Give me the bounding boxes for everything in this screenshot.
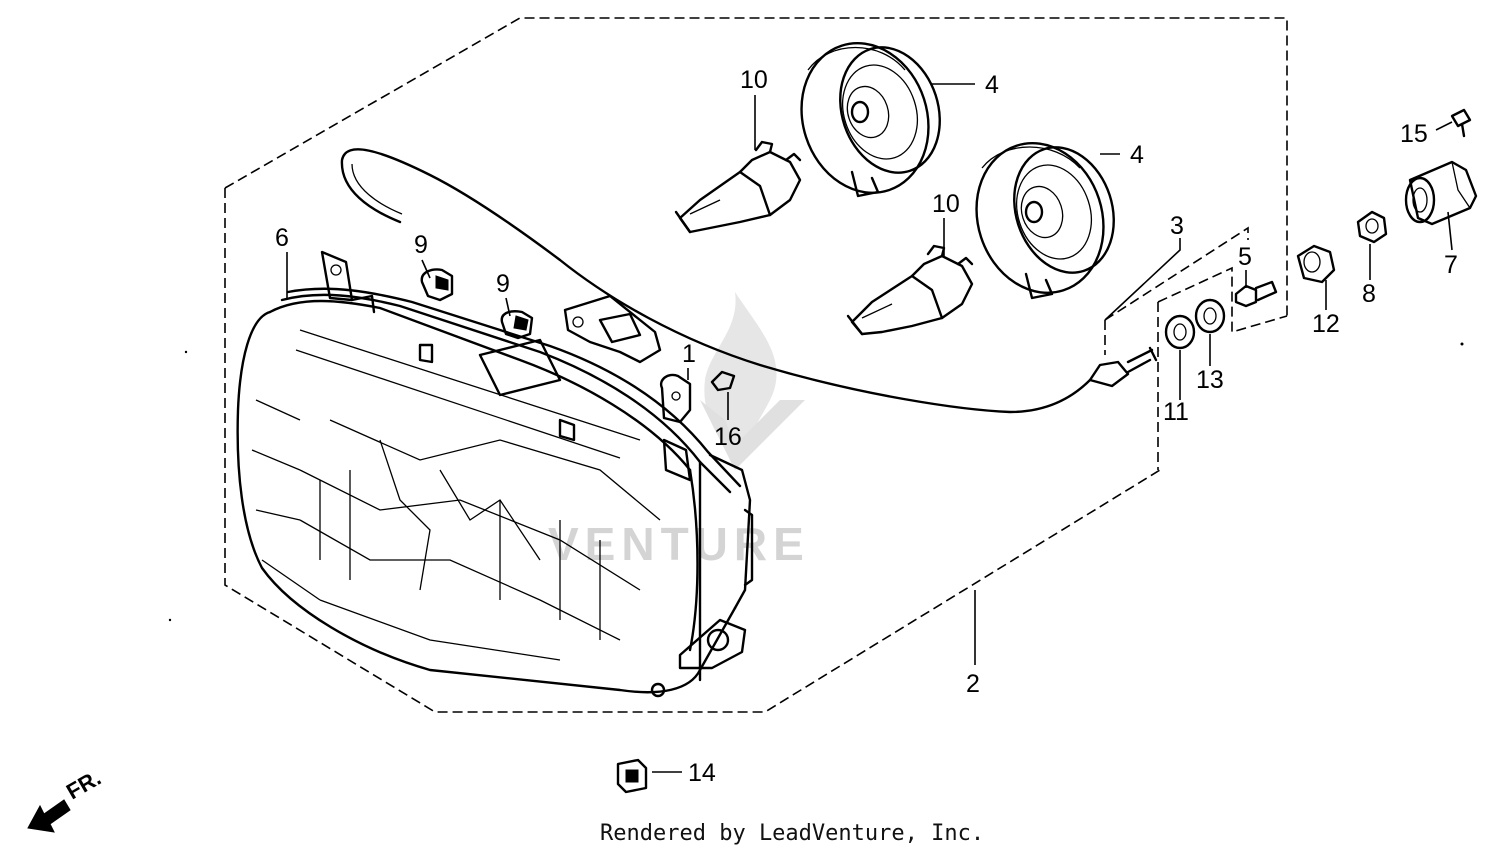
callout-11: 11 bbox=[1163, 398, 1189, 426]
callout-6: 6 bbox=[275, 224, 289, 252]
bulb-upper bbox=[674, 140, 802, 234]
callout-4b: 4 bbox=[1130, 141, 1144, 169]
callout-14: 14 bbox=[688, 759, 716, 787]
washer-13 bbox=[1194, 298, 1226, 334]
adjuster-bolt bbox=[1234, 280, 1278, 308]
dust-cover-lower bbox=[975, 142, 1115, 300]
callout-labels: 10 4 4 10 9 9 6 1 16 3 5 11 13 12 8 7 15… bbox=[275, 66, 1458, 787]
callout-9b: 9 bbox=[496, 270, 510, 298]
fr-label: FR. bbox=[62, 765, 105, 804]
credit-text: Rendered by LeadVenture, Inc. bbox=[600, 821, 984, 846]
watermark: VENTURE bbox=[548, 292, 810, 570]
dust-cover-upper bbox=[800, 42, 941, 198]
clip-bracket bbox=[659, 373, 692, 424]
callout-12: 12 bbox=[1312, 310, 1340, 338]
callout-16: 16 bbox=[714, 423, 742, 451]
grommet-upper bbox=[420, 268, 454, 302]
callout-2: 2 bbox=[966, 670, 980, 698]
callout-10b: 10 bbox=[932, 190, 960, 218]
bulb-lower bbox=[846, 244, 974, 336]
grommet-12 bbox=[1296, 244, 1336, 284]
callout-7: 7 bbox=[1444, 251, 1458, 279]
callout-13: 13 bbox=[1196, 366, 1224, 394]
callout-5: 5 bbox=[1238, 243, 1252, 271]
front-direction-arrow: FR. bbox=[27, 765, 105, 833]
callout-3: 3 bbox=[1170, 212, 1184, 240]
screw-15 bbox=[1450, 108, 1472, 138]
socket-retainer bbox=[563, 294, 662, 364]
clip-nut bbox=[616, 758, 648, 794]
wire-harness bbox=[340, 148, 1158, 414]
leader-lines bbox=[286, 83, 1453, 773]
assembly-outline bbox=[224, 17, 1288, 713]
callout-1: 1 bbox=[682, 340, 696, 368]
callout-15: 15 bbox=[1400, 120, 1428, 148]
headlight-housing bbox=[236, 250, 754, 698]
callout-10a: 10 bbox=[740, 66, 768, 94]
screw bbox=[710, 370, 736, 392]
callout-9a: 9 bbox=[414, 231, 428, 259]
adjust-knob bbox=[1404, 160, 1478, 226]
callout-8: 8 bbox=[1362, 280, 1376, 308]
nut-8 bbox=[1356, 210, 1388, 244]
grommet-lower bbox=[500, 310, 534, 340]
washer-11 bbox=[1164, 314, 1196, 350]
callout-4a: 4 bbox=[985, 71, 999, 99]
watermark-text: VENTURE bbox=[548, 518, 810, 570]
